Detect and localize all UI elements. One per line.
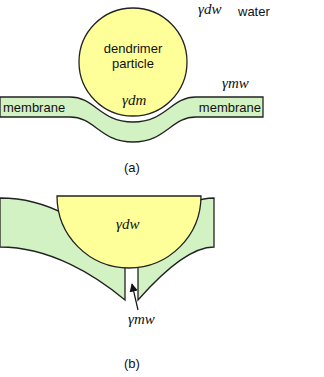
leader-arrow <box>132 284 138 310</box>
membrane-band-shape <box>0 97 263 142</box>
half-particle: γdw <box>56 195 202 270</box>
particle-circle-shape <box>79 8 187 116</box>
tension-symbol: γdw <box>116 217 139 232</box>
tension-symbol: γmw <box>128 312 155 327</box>
membrane-label: membrane <box>3 100 65 115</box>
tension-symbol: γmw <box>222 76 249 91</box>
membrane-label: membrane <box>199 100 261 115</box>
particle-circle: dendrimer particle γdm <box>78 7 188 117</box>
tension-symbol: γdm <box>122 93 146 108</box>
half-particle-shape <box>57 196 201 268</box>
medium-label: water <box>238 4 270 19</box>
particle-label: dendrimer particle <box>90 41 176 71</box>
panel-label: (a) <box>124 160 140 175</box>
half-particle-outline <box>56 195 202 270</box>
tension-symbol: γdw <box>198 2 221 17</box>
panel-label: (b) <box>124 356 140 371</box>
